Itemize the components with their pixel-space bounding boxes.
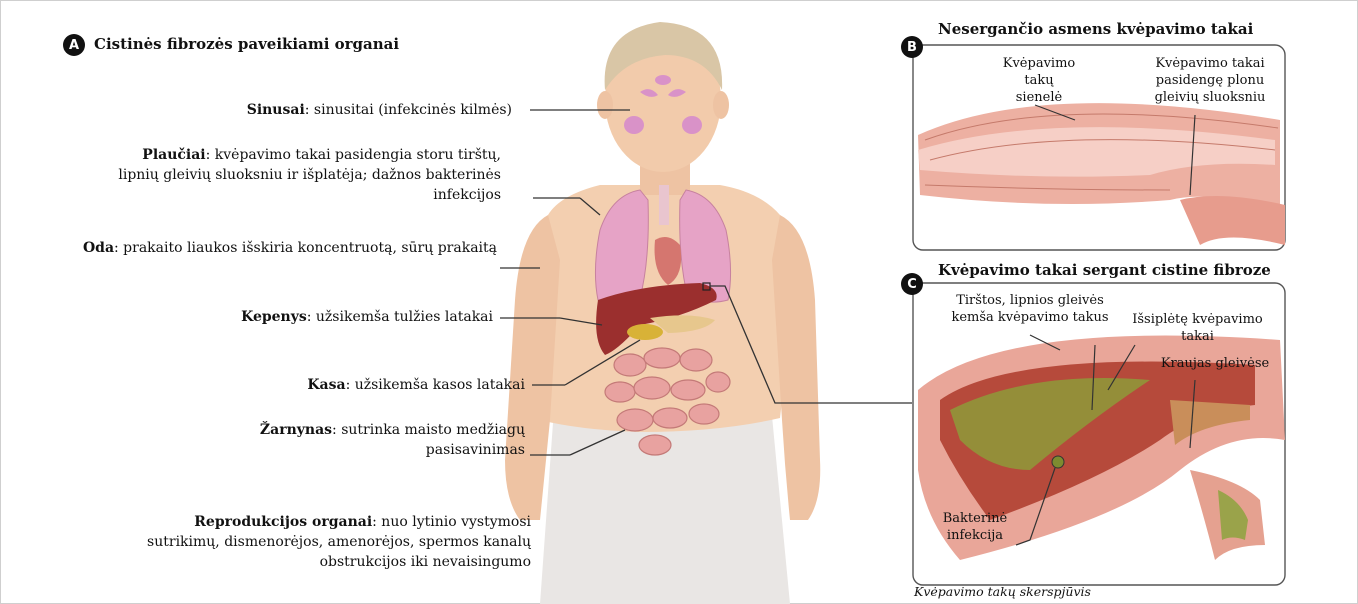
- label-airway-wall: Kvėpavimo takų sienelė: [1000, 55, 1078, 106]
- label-lungs: Plaučiai: kvėpavimo takai pasidengia sto…: [101, 145, 501, 205]
- label-sinuses-term: Sinusai: [247, 102, 305, 118]
- label-reproductive: Reprodukcijos organai: nuo lytinio vysty…: [131, 512, 531, 572]
- label-bacterial-infection: Bakterinė infekcija: [935, 510, 1015, 544]
- label-skin-desc: : prakaito liaukos išskiria koncentruotą…: [114, 240, 497, 256]
- label-pancreas-term: Kasa: [307, 377, 345, 393]
- label-intestine-term: Žarnynas: [260, 422, 332, 438]
- panel-b-badge: B: [901, 36, 923, 58]
- label-dilated-airways: Išsiplėtę kvėpavimo takai: [1115, 311, 1280, 345]
- panel-a-title: Cistinės fibrozės paveikiami organai: [94, 35, 399, 53]
- label-blood-in-mucus: Kraujas gleivėse: [1145, 355, 1285, 372]
- panel-c-badge: C: [901, 273, 923, 295]
- label-reproductive-term: Reprodukcijos organai: [194, 514, 372, 530]
- panel-b-title: Nesergančio asmens kvėpavimo takai: [938, 20, 1253, 38]
- label-pancreas-desc: : užsikemša kasos latakai: [346, 377, 525, 393]
- label-thin-mucus: Kvėpavimo takai pasidengę plonu gleivių …: [1140, 55, 1280, 106]
- cross-section-caption: Kvėpavimo takų skerspjūvis: [914, 584, 1091, 599]
- body-illustration: [505, 22, 820, 604]
- label-skin: Oda: prakaito liaukos išskiria koncentru…: [57, 238, 497, 258]
- label-skin-term: Oda: [83, 240, 114, 256]
- panel-a-badge: A: [63, 34, 85, 56]
- panel-c-title: Kvėpavimo takai sergant cistine fibroze: [938, 261, 1271, 279]
- label-liver-term: Kepenys: [241, 309, 307, 325]
- label-liver: Kepenys: užsikemša tulžies latakai: [93, 307, 493, 327]
- label-sinuses: Sinusai: sinusitai (infekcinės kilmės): [172, 100, 512, 120]
- label-sinuses-desc: : sinusitai (infekcinės kilmės): [305, 102, 512, 118]
- label-liver-desc: : užsikemša tulžies latakai: [307, 309, 493, 325]
- label-intestine: Žarnynas: sutrinka maisto medžiagų pasis…: [245, 420, 525, 460]
- label-lungs-term: Plaučiai: [142, 147, 205, 163]
- label-intestine-desc: : sutrinka maisto medžiagų pasisavinimas: [332, 422, 525, 458]
- label-pancreas: Kasa: užsikemša kasos latakai: [125, 375, 525, 395]
- label-thick-mucus: Tirštos, lipnios gleivės kemša kvėpavimo…: [935, 292, 1125, 326]
